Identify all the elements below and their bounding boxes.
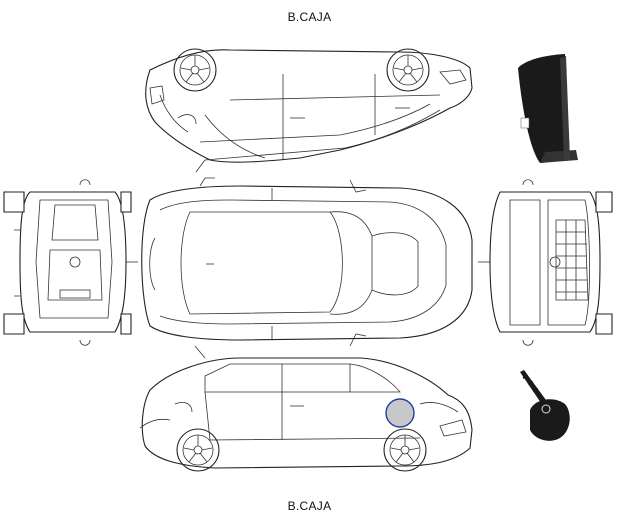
rear-view[interactable] <box>3 179 138 346</box>
top-view[interactable] <box>141 177 473 347</box>
bottom-label: B.CAJA <box>287 499 332 513</box>
cargo-cover-icon[interactable] <box>518 54 578 163</box>
damage-marker[interactable] <box>385 398 415 428</box>
side-view[interactable] <box>139 345 473 472</box>
top-label: B.CAJA <box>287 10 332 24</box>
car-key-icon[interactable] <box>520 370 570 441</box>
side-view-inverted[interactable] <box>145 48 473 173</box>
front-view[interactable] <box>478 179 613 346</box>
